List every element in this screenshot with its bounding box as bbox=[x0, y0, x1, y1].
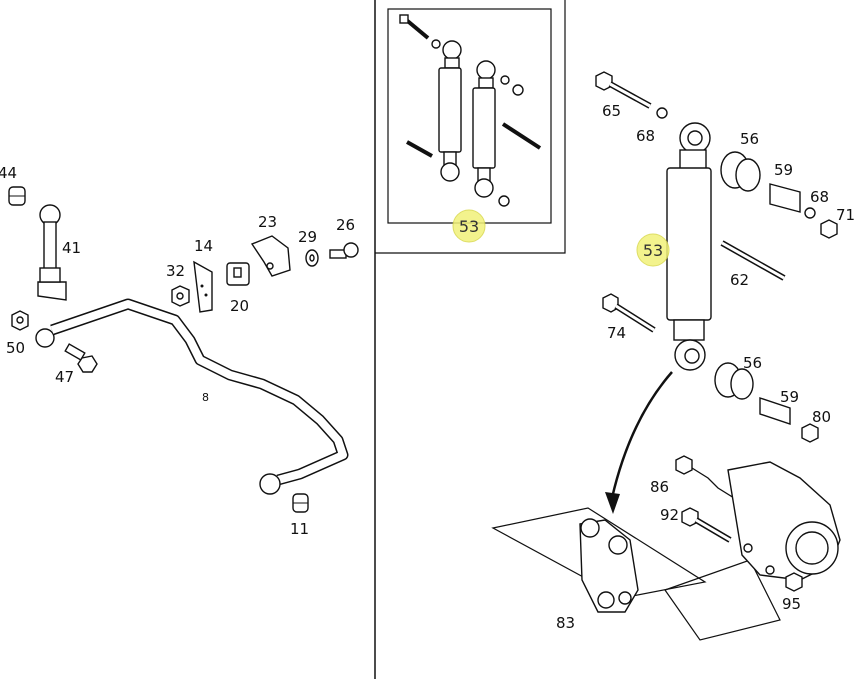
part-32-nut-icon bbox=[171, 285, 190, 307]
label-41: 41 bbox=[62, 239, 81, 257]
part-86-bolt-icon bbox=[675, 455, 693, 475]
label-86: 86 bbox=[650, 478, 669, 496]
label-74: 74 bbox=[607, 324, 626, 342]
part-68-washer-icon bbox=[656, 107, 668, 119]
part-11-nut-icon bbox=[292, 493, 309, 513]
inset-shock-absorbers bbox=[399, 14, 542, 207]
inset-border bbox=[375, 0, 566, 254]
label-59-bottom: 59 bbox=[780, 388, 799, 406]
part-59-sleeve-top-icon bbox=[769, 183, 801, 213]
part-29-washer-icon bbox=[305, 249, 319, 267]
label-68-right: 68 bbox=[810, 188, 829, 206]
part-65-bolt-icon bbox=[595, 71, 652, 109]
label-62: 62 bbox=[730, 271, 749, 289]
label-50: 50 bbox=[6, 339, 25, 357]
label-71: 71 bbox=[836, 206, 854, 224]
part-68-washer-right-icon bbox=[804, 207, 816, 219]
axle-mount-group bbox=[491, 455, 841, 641]
label-56-bottom: 56 bbox=[743, 354, 762, 372]
part-labels: 44 41 50 47 8 11 14 32 20 23 29 26 65 68… bbox=[0, 102, 854, 632]
part-80-nut-icon bbox=[801, 423, 819, 443]
part-92-bolt-icon bbox=[681, 507, 699, 527]
main-shock-absorber bbox=[595, 71, 838, 514]
callout-53-main[interactable]: 53 bbox=[636, 233, 670, 267]
part-23-clamp-icon bbox=[250, 235, 291, 277]
label-11: 11 bbox=[290, 520, 309, 538]
part-56-bushing-top-icon bbox=[720, 151, 761, 192]
label-23: 23 bbox=[258, 213, 277, 231]
callout-53-inset[interactable]: 53 bbox=[452, 209, 486, 243]
label-14: 14 bbox=[194, 237, 213, 255]
inset-frame bbox=[387, 8, 552, 224]
part-8-stabilizer-bar-icon bbox=[35, 298, 349, 495]
label-32: 32 bbox=[166, 262, 185, 280]
part-41-link-icon bbox=[37, 204, 67, 301]
label-8: 8 bbox=[202, 391, 209, 404]
label-65: 65 bbox=[602, 102, 621, 120]
label-44: 44 bbox=[0, 164, 17, 182]
label-47: 47 bbox=[55, 368, 74, 386]
part-26-bolt-icon bbox=[329, 242, 359, 259]
part-83-bracket-icon bbox=[579, 518, 639, 613]
label-92: 92 bbox=[660, 506, 679, 524]
stabilizer-bar-group bbox=[8, 186, 359, 513]
part-20-bushing-icon bbox=[226, 262, 250, 286]
callout-53-main-label: 53 bbox=[643, 241, 663, 260]
label-95: 95 bbox=[782, 595, 801, 613]
part-47-bolt-icon bbox=[64, 343, 98, 373]
label-68-top: 68 bbox=[636, 127, 655, 145]
axle-housing-icon bbox=[727, 461, 841, 581]
callout-53-inset-label: 53 bbox=[459, 217, 479, 236]
label-83: 83 bbox=[556, 614, 575, 632]
part-95-nut-icon bbox=[785, 572, 803, 592]
part-56-bushing-bottom-icon bbox=[714, 362, 754, 400]
part-53-shock-body-icon bbox=[666, 167, 712, 321]
part-14-bracket-icon bbox=[193, 260, 213, 313]
label-59-top: 59 bbox=[774, 161, 793, 179]
part-50-nut-icon bbox=[11, 310, 29, 331]
part-59-sleeve-bottom-icon bbox=[759, 397, 791, 425]
label-80: 80 bbox=[812, 408, 831, 426]
part-71-nut-icon bbox=[820, 219, 838, 239]
label-20: 20 bbox=[230, 297, 249, 315]
label-26: 26 bbox=[336, 216, 355, 234]
part-44-nut-icon bbox=[8, 186, 26, 206]
label-29: 29 bbox=[298, 228, 317, 246]
label-56-top: 56 bbox=[740, 130, 759, 148]
